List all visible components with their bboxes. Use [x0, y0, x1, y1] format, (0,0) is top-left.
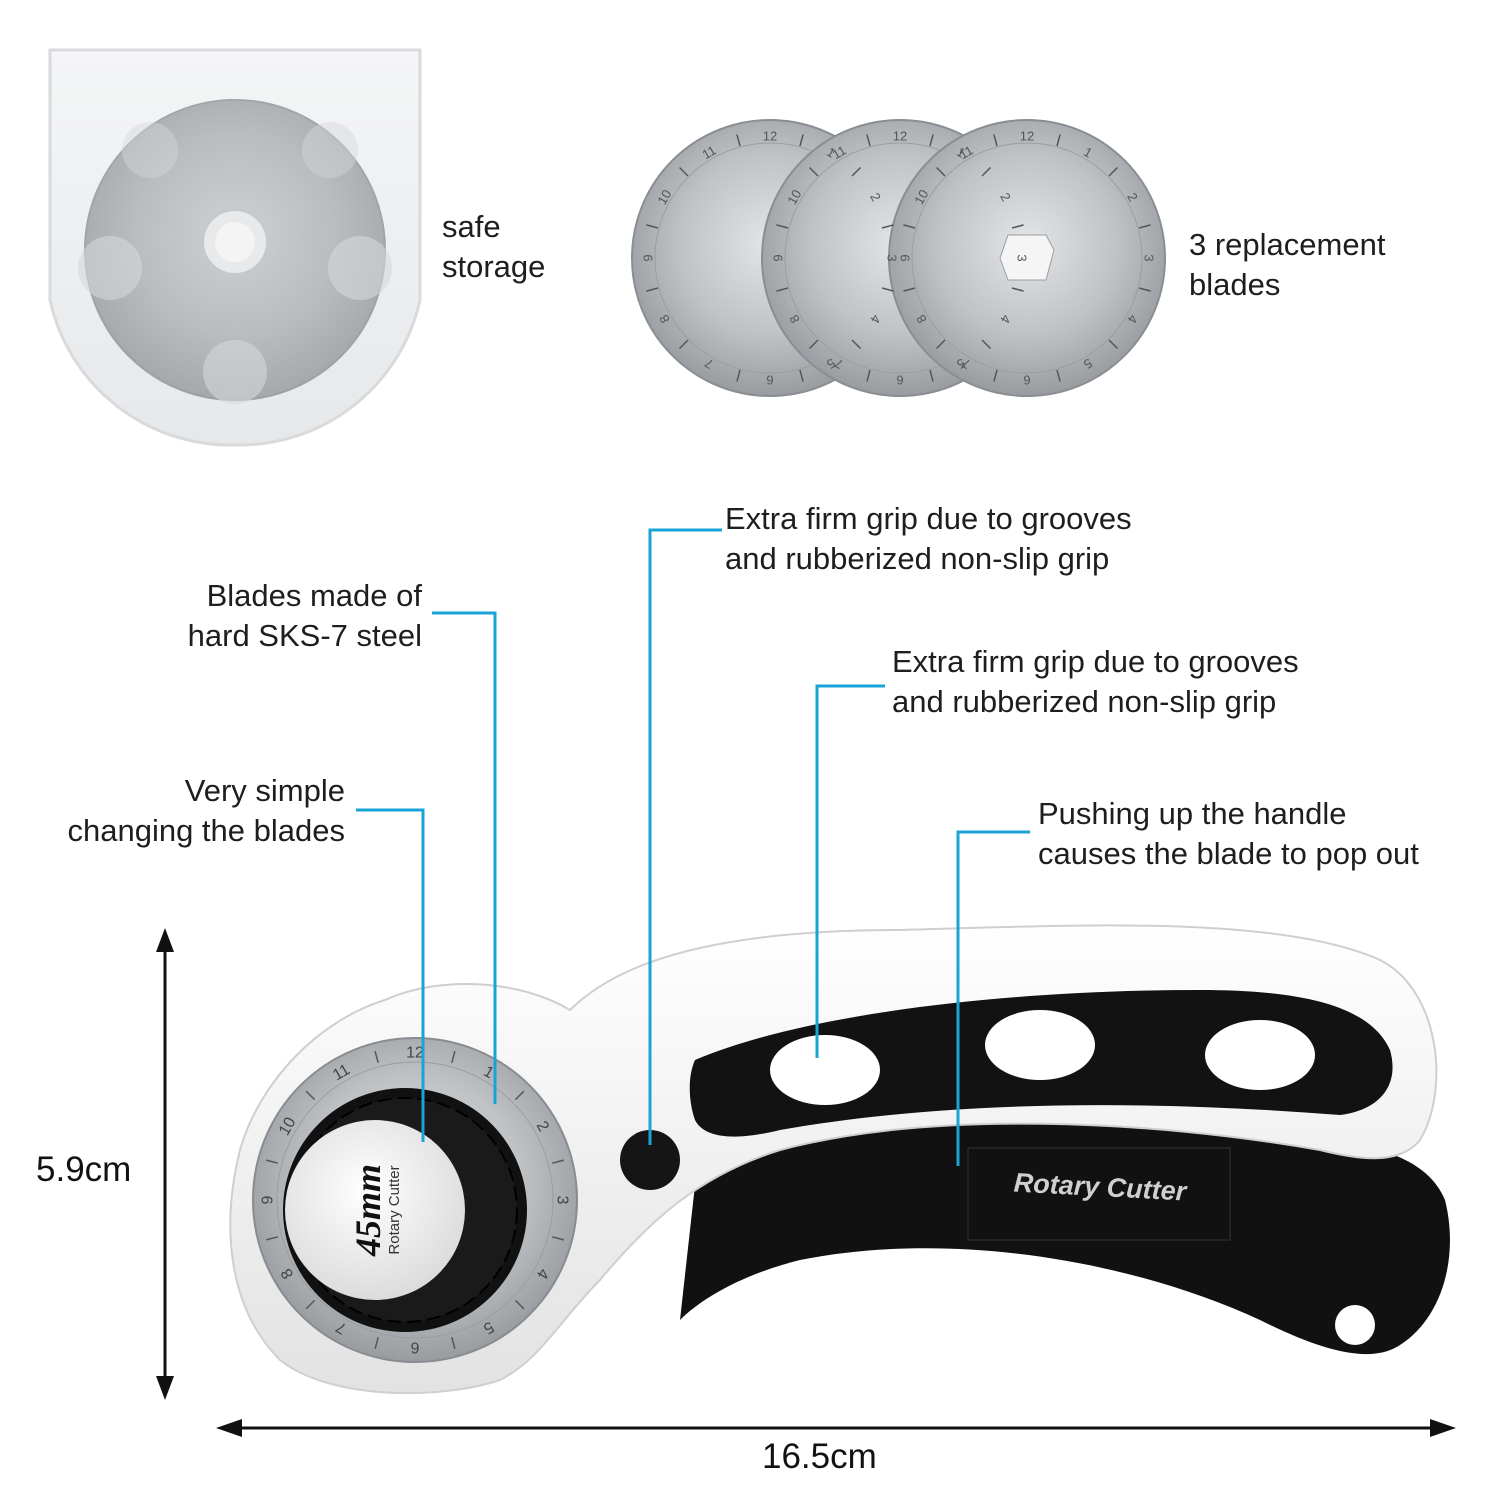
blade-number: 10: [276, 1115, 300, 1139]
blade-number: 11: [330, 1061, 353, 1084]
blade-3: [888, 119, 1166, 397]
callout-lines: [356, 528, 1030, 1166]
blade-tick: [1011, 224, 1024, 229]
blade-number: 11: [829, 143, 848, 163]
blade-tick: [808, 339, 819, 350]
blade-tick: [993, 134, 998, 147]
blade-tick: [646, 224, 659, 229]
blade-number: 6: [410, 1338, 419, 1355]
blade-tick: [808, 166, 819, 177]
blade-number: 11: [956, 143, 975, 163]
caption-safe-storage: safe storage: [442, 209, 546, 284]
blade-tick: [935, 166, 946, 177]
blade-number: 6: [1023, 372, 1030, 387]
hub-size-label: 45mm: [348, 1164, 388, 1257]
blade-tick: [799, 134, 804, 147]
blade-number: 6: [766, 372, 773, 387]
caption-pop-out: Pushing up the handle causes the blade t…: [1038, 796, 1419, 871]
callout-line-grip-middle: [815, 684, 885, 1058]
blade-tick: [646, 287, 659, 292]
blade-tick: [799, 369, 804, 382]
blade-number: 12: [1020, 129, 1034, 144]
blade-number: 12: [763, 129, 777, 144]
height-dimension-label: 5.9cm: [36, 1150, 132, 1189]
hub-text: 45mm Rotary Cutter: [348, 1140, 410, 1280]
blade-tick: [266, 1159, 278, 1164]
blade-tick: [552, 1159, 564, 1164]
blade-tick: [736, 134, 741, 147]
blade-number: 10: [911, 187, 931, 207]
blade-number: 9: [641, 254, 656, 261]
blade-tick: [1108, 339, 1119, 350]
storage-case: [48, 48, 422, 447]
blade-tick: [1138, 224, 1151, 229]
blade-tick: [1056, 369, 1061, 382]
replacement-blades: 1234567891011121234567891011121234567891…: [631, 119, 1166, 397]
blade-tick: [1108, 166, 1119, 177]
caption-grip-middle: Extra firm grip due to grooves and rubbe…: [892, 644, 1299, 719]
blade-number: 3: [553, 1196, 570, 1205]
blade-number: 9: [898, 254, 913, 261]
blade-tick: [929, 369, 934, 382]
blade-tick: [374, 1051, 379, 1063]
blade-tick: [1011, 287, 1024, 292]
blade-number: 12: [406, 1045, 424, 1062]
blade-number: 6: [896, 372, 903, 387]
caption-simple-change: Very simple changing the blades: [67, 773, 345, 848]
blade-tick: [514, 1090, 525, 1101]
blade-tick: [935, 339, 946, 350]
blade-tick: [881, 224, 894, 229]
blade-tick: [451, 1051, 456, 1063]
blade-tick: [866, 369, 871, 382]
callout-line-pop-out: [956, 830, 1030, 1166]
caption-replacement-blades: 3 replacement blades: [1189, 227, 1386, 302]
blade-tick: [305, 1299, 316, 1310]
blade-tick: [851, 339, 862, 350]
blade-tick: [881, 287, 894, 292]
blade-tick: [374, 1337, 379, 1349]
blade-number: 12: [893, 129, 907, 144]
blade-tick: [266, 1236, 278, 1241]
blade-number: 11: [699, 143, 718, 163]
blade-number: 9: [771, 254, 786, 261]
blade-number: 10: [654, 187, 674, 207]
blade-number: 9: [260, 1195, 277, 1204]
blade-tick: [776, 224, 789, 229]
blade-number: 3: [1141, 254, 1156, 261]
width-dimension-label: 16.5cm: [762, 1437, 877, 1476]
blade-tick: [981, 339, 992, 350]
blade-tick: [866, 134, 871, 147]
blade-tick: [451, 1337, 456, 1349]
blade-tick: [1138, 287, 1151, 292]
blade-tick: [776, 287, 789, 292]
hub-name-label: Rotary Cutter: [386, 1165, 403, 1255]
blade-tick: [552, 1236, 564, 1241]
blade-tick: [305, 1090, 316, 1101]
blade-tick: [903, 287, 916, 292]
blade-tick: [929, 134, 934, 147]
blade-tick: [903, 224, 916, 229]
callout-line-blade-steel: [432, 611, 497, 1104]
caption-grip-top: Extra firm grip due to grooves and rubbe…: [725, 501, 1132, 576]
blade-tick: [678, 339, 689, 350]
blade-tick: [981, 166, 992, 177]
blade-number: 10: [784, 187, 804, 207]
callout-line-grip-top: [648, 528, 722, 1145]
blade-tick: [993, 369, 998, 382]
blade-tick: [1056, 134, 1061, 147]
blade-number: 3: [884, 254, 899, 261]
dimension-arrows: [156, 928, 1456, 1437]
callout-line-simple-change: [356, 808, 425, 1142]
blade-tick: [736, 369, 741, 382]
blade-number: 3: [1014, 254, 1029, 261]
blade-tick: [851, 166, 862, 177]
blade-tick: [514, 1299, 525, 1310]
caption-blade-steel: Blades made of hard SKS-7 steel: [187, 578, 422, 653]
blade-tick: [678, 166, 689, 177]
